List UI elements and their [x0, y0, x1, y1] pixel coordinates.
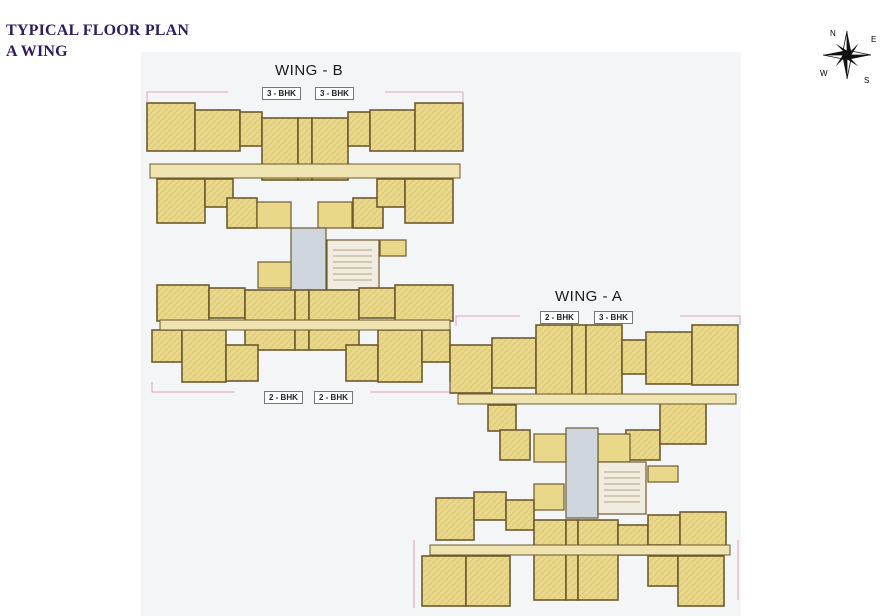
wing-b-unit-tag-bottom-left: 2 - BHK [264, 391, 303, 404]
compass-east: E [871, 35, 876, 44]
wing-b-lift-core [256, 201, 407, 293]
wing-a-label: WING - A [555, 288, 623, 305]
page-title: TYPICAL FLOOR PLAN A WING [6, 20, 189, 62]
wing-b-unit-tag-bottom-right: 2 - BHK [314, 391, 353, 404]
wing-b-lower-corridor [159, 319, 451, 331]
wing-b-label: WING - B [275, 62, 344, 79]
wing-a-stairs [604, 471, 640, 503]
compass-south: S [864, 76, 869, 85]
wing-b-unit-tag-top-left: 3 - BHK [262, 87, 301, 100]
wing-b-lower-block [151, 284, 454, 383]
wing-b-unit-tag-top-right: 3 - BHK [315, 87, 354, 100]
compass-west: W [820, 69, 828, 78]
wing-a-upper-corridor [457, 393, 737, 405]
wing-a-lower-corridor [429, 544, 731, 556]
compass-icon: N E S W [820, 29, 876, 85]
site-lines [146, 91, 741, 608]
wing-b-upper-corridor [149, 163, 461, 179]
wing-a-lower-block [421, 491, 727, 607]
wing-a-upper-block [449, 324, 739, 461]
wing-a-lift-core [533, 427, 679, 519]
page-title-line-1: TYPICAL FLOOR PLAN [6, 22, 190, 39]
wing-a-unit-tag-top-right: 3 - BHK [594, 311, 633, 324]
page-title-line-2: A WING [6, 43, 68, 60]
wing-b-stairs [333, 249, 372, 281]
compass-north: N [830, 29, 836, 38]
wing-a-unit-tag-top-left: 2 - BHK [540, 311, 579, 324]
